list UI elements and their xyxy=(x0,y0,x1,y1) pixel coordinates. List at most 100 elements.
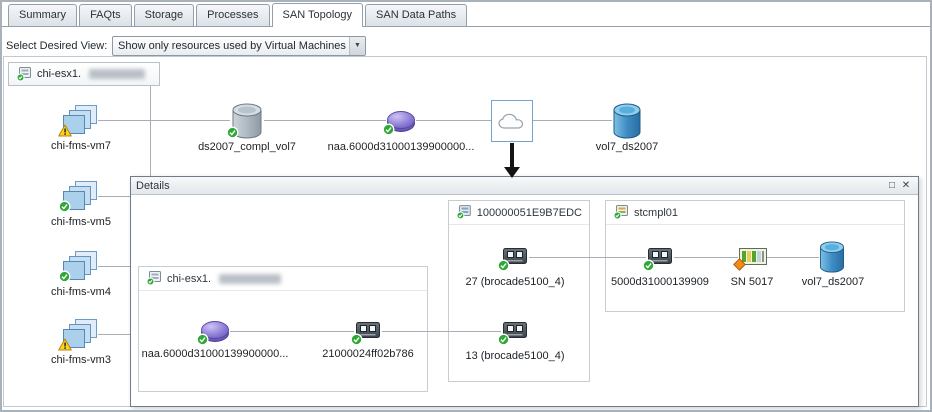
view-select[interactable]: Show only resources used by Virtual Mach… xyxy=(112,36,366,56)
warning-badge-icon xyxy=(58,124,72,140)
storage-port-node[interactable] xyxy=(646,246,674,271)
switch-port-label: 27 (brocade5100_4) xyxy=(465,276,565,288)
details-switch-group-header[interactable]: 100000051E9B7EDC xyxy=(449,201,589,225)
ok-badge-icon xyxy=(497,259,510,275)
port-icon xyxy=(356,322,380,338)
controller-label: SN 5017 xyxy=(730,276,774,288)
tab-san-data-paths[interactable]: SAN Data Paths xyxy=(365,4,468,26)
tab-summary[interactable]: Summary xyxy=(8,4,78,26)
switch-port-node[interactable] xyxy=(501,246,529,271)
edge-switchport27-storageport xyxy=(529,257,646,258)
storage-array-icon xyxy=(613,205,628,220)
view-select-value: Show only resources used by Virtual Mach… xyxy=(118,40,346,52)
hba-port-node[interactable] xyxy=(354,320,382,345)
vm-node[interactable] xyxy=(62,104,98,139)
redacted-text xyxy=(219,273,282,284)
vm-label: chi-fms-vm5 xyxy=(51,216,111,228)
vm-icon xyxy=(63,105,97,134)
close-icon[interactable]: ✕ xyxy=(901,179,911,191)
edge-vm5-bus xyxy=(98,196,150,197)
disk-node[interactable] xyxy=(200,318,230,347)
ok-badge-icon xyxy=(58,270,71,286)
vm-node[interactable] xyxy=(62,180,98,215)
details-host-group-header[interactable]: chi-esx1. xyxy=(139,267,427,291)
chevron-down-icon[interactable]: ▼ xyxy=(349,37,365,55)
volume-node[interactable] xyxy=(818,241,846,276)
volume-label: vol7_ds2007 xyxy=(595,141,659,153)
edge-datastore-disk xyxy=(264,120,386,121)
switch-port-node[interactable] xyxy=(501,320,529,345)
ok-badge-icon xyxy=(226,126,239,142)
edge-disk-cloud xyxy=(416,120,491,121)
vm-node[interactable] xyxy=(62,318,98,353)
disk-icon xyxy=(201,321,229,342)
tab-san-topology[interactable]: SAN Topology xyxy=(271,3,364,27)
redacted-text xyxy=(89,69,146,79)
drilldown-arrow-head xyxy=(504,167,520,178)
view-selector-label: Select Desired View: xyxy=(6,40,108,52)
port-icon xyxy=(503,248,527,264)
host-label: chi-esx1. xyxy=(37,68,82,80)
disk-label: naa.6000d31000139900000... xyxy=(141,348,289,360)
vm-label: chi-fms-vm3 xyxy=(51,354,111,366)
edge-controller-volume xyxy=(766,257,819,258)
ok-badge-icon xyxy=(497,333,510,349)
disk-icon xyxy=(387,111,415,132)
datastore-icon xyxy=(232,103,262,139)
edge-cloud-volume xyxy=(533,120,612,121)
ok-badge-icon xyxy=(382,123,395,139)
edge-disk-hba xyxy=(230,331,354,332)
edge-vm3-bus xyxy=(98,334,150,335)
vm-label: chi-fms-vm4 xyxy=(51,286,111,298)
disk-label: naa.6000d31000139900000... xyxy=(327,141,475,153)
edge-hba-switchport13 xyxy=(382,331,501,332)
details-switch-label: 100000051E9B7EDC xyxy=(476,206,582,219)
switch-icon xyxy=(456,205,471,220)
tab-storage[interactable]: Storage xyxy=(133,4,195,26)
cloud-node-selected[interactable] xyxy=(491,100,533,142)
port-icon xyxy=(648,248,672,264)
volume-icon xyxy=(820,241,844,273)
ok-badge-icon xyxy=(196,333,209,349)
volume-icon xyxy=(613,103,641,139)
disk-node[interactable] xyxy=(386,108,416,137)
ok-badge-icon xyxy=(350,333,363,349)
alert-badge-icon xyxy=(733,258,746,274)
datastore-node[interactable] xyxy=(230,103,264,142)
ok-badge-icon xyxy=(642,259,655,275)
edge-vm7-datastore xyxy=(98,120,230,121)
hba-port-label: 21000024ff02b786 xyxy=(322,348,414,360)
storage-port-label: 5000d31000139909 xyxy=(611,276,709,288)
ok-badge-icon xyxy=(58,200,71,216)
details-host-group: chi-esx1. xyxy=(138,266,428,392)
cloud-icon xyxy=(498,113,524,129)
host-node[interactable]: chi-esx1. xyxy=(8,62,160,86)
controller-icon xyxy=(739,248,767,265)
tabstrip-divider xyxy=(0,26,932,27)
datastore-label: ds2007_compl_vol7 xyxy=(198,141,296,153)
host-icon xyxy=(16,66,31,81)
details-storage-group-header[interactable]: stcmpl01 xyxy=(606,201,904,225)
vm-icon xyxy=(63,181,97,210)
switch-port-label: 13 (brocade5100_4) xyxy=(465,350,565,362)
vm-label: chi-fms-vm7 xyxy=(51,140,111,152)
maximize-icon[interactable]: □ xyxy=(888,179,896,191)
details-storage-label: stcmpl01 xyxy=(634,206,679,219)
tab-processes[interactable]: Processes xyxy=(196,4,270,26)
vm-icon xyxy=(63,319,97,348)
controller-node[interactable] xyxy=(738,246,768,271)
port-icon xyxy=(503,322,527,338)
volume-label: vol7_ds2007 xyxy=(801,276,865,288)
drilldown-arrow xyxy=(510,143,514,169)
warning-badge-icon xyxy=(58,338,72,354)
tab-bar: Summary FAQts Storage Processes SAN Topo… xyxy=(8,3,468,27)
edge-vm4-bus xyxy=(98,266,150,267)
volume-node[interactable] xyxy=(612,103,642,142)
details-titlebar[interactable]: Details □ ✕ xyxy=(131,177,918,195)
tab-faqts[interactable]: FAQts xyxy=(79,4,132,26)
details-host-label: chi-esx1. xyxy=(167,272,212,285)
host-icon xyxy=(146,271,161,286)
edge-storageport-controller xyxy=(674,257,738,258)
details-switch-group: 100000051E9B7EDC xyxy=(448,200,590,382)
